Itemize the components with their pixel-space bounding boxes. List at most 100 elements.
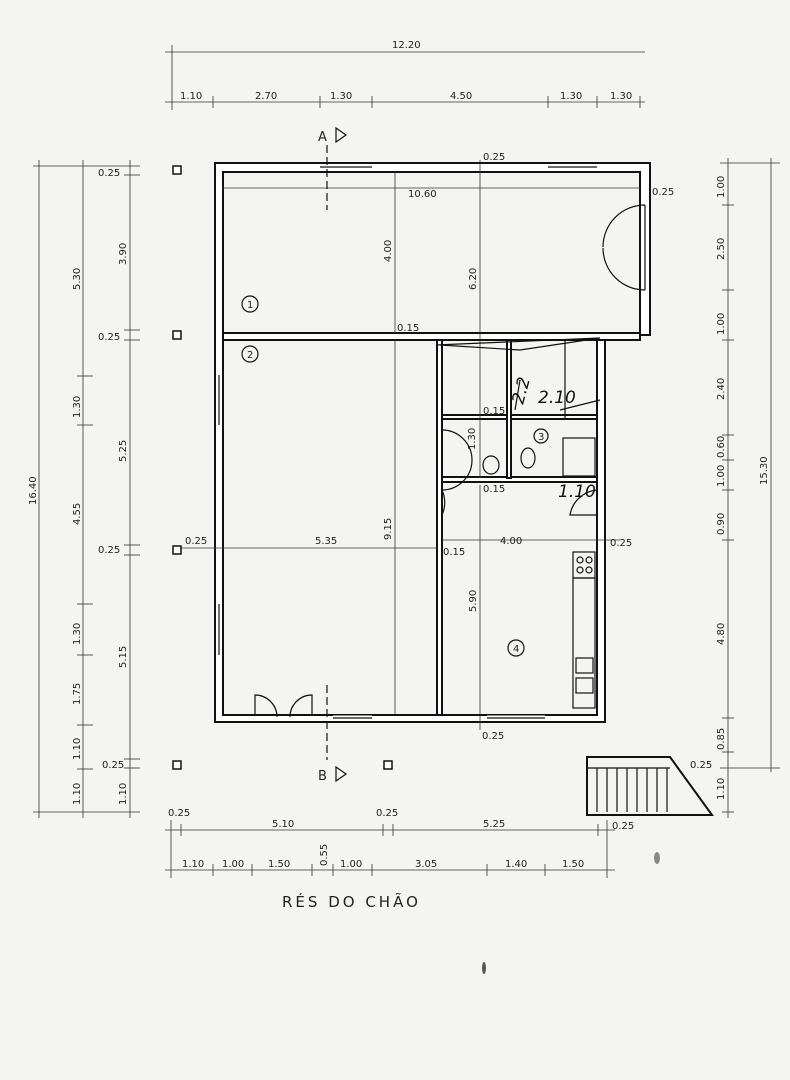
handwritten-note-210: 2.10 xyxy=(538,388,576,408)
inner-dimensions: 0.25 0.25 10.60 4.00 6.20 0.15 0.15 1.30… xyxy=(180,152,712,771)
dim-wall-kitchen: 0.15 xyxy=(443,547,465,558)
entrance-door xyxy=(602,204,646,291)
dim-wc-height: 1.30 xyxy=(467,428,478,450)
room-2-number: 2 xyxy=(247,350,253,361)
dim-right-2: 2.50 xyxy=(716,238,727,260)
stairs xyxy=(586,756,714,816)
dim-left-inner-4: 5.25 xyxy=(118,440,129,462)
dim-bottom-wall-4: 5.25 xyxy=(483,819,505,830)
smudge xyxy=(482,962,486,974)
dim-left-mid-4: 1.30 xyxy=(72,623,83,645)
dim-right-overall: 15.30 xyxy=(759,456,770,485)
dim-height-room2: 9.15 xyxy=(383,518,394,540)
dim-wall-wc-top: 0.15 xyxy=(483,406,505,417)
dim-height-kitchen: 5.90 xyxy=(468,590,479,612)
dim-right-3: 1.00 xyxy=(716,313,727,335)
dim-left-mid-6: 1.10 xyxy=(72,738,83,760)
dim-left-mid-5: 1.75 xyxy=(72,683,83,705)
dim-top-1: 1.10 xyxy=(180,91,202,102)
wc-door xyxy=(441,429,473,516)
dim-width-top: 10.60 xyxy=(408,189,437,200)
dim-right-5: 0.60 xyxy=(716,436,727,458)
dim-top-wall: 0.25 xyxy=(483,152,505,163)
dim-top-4: 4.50 xyxy=(450,91,472,102)
room-1-number: 1 xyxy=(247,300,253,311)
stove-icon xyxy=(572,551,596,579)
dim-left-inner-2: 3.90 xyxy=(118,243,129,265)
drawing-title: RÉS DO CHÃO xyxy=(282,892,421,911)
dim-left-inner-6: 5.15 xyxy=(118,646,129,668)
dim-bottom-2: 1.00 xyxy=(222,859,244,870)
dim-bottom-3: 1.50 xyxy=(268,859,290,870)
section-a-arrow-icon xyxy=(335,126,348,144)
dim-bottom-wall-2: 5.10 xyxy=(272,819,294,830)
dim-bottom-7: 1.40 xyxy=(505,859,527,870)
dim-bottom-wall-1: 0.25 xyxy=(168,808,190,819)
left-dimensions: 16.40 5.30 1.30 4.55 1.30 1.75 1.10 1.10… xyxy=(28,160,140,818)
dim-right-10: 1.10 xyxy=(716,778,727,800)
openings xyxy=(216,164,646,721)
dim-right-6: 1.00 xyxy=(716,465,727,487)
dim-right-8: 4.80 xyxy=(716,623,727,645)
dim-bottom-4: 0.55 xyxy=(319,844,330,866)
dim-left-mid-7: 1.10 xyxy=(72,783,83,805)
dim-left-wall: 0.25 xyxy=(185,536,207,547)
dim-left-inner-1: 0.25 xyxy=(98,168,120,179)
dim-height-total: 6.20 xyxy=(468,268,479,290)
section-b-label: B xyxy=(318,769,327,784)
shower-tray-icon xyxy=(562,437,596,477)
dim-left-mid-3: 4.55 xyxy=(72,503,83,525)
toilet-icon xyxy=(482,455,500,475)
dim-height-room1: 4.00 xyxy=(383,240,394,262)
toilet-2-icon xyxy=(520,447,536,469)
dim-right-1: 1.00 xyxy=(716,176,727,198)
dim-right-4: 2.40 xyxy=(716,378,727,400)
dim-stair-wall: 0.25 xyxy=(690,760,712,771)
kitchen-door xyxy=(569,489,598,516)
dim-width-kitchen: 4.00 xyxy=(500,536,522,547)
dim-left-mid-1: 5.30 xyxy=(72,268,83,290)
dim-top-2: 2.70 xyxy=(255,91,277,102)
handwritten-note-110: 1.10 xyxy=(558,482,596,502)
dim-bottom-5: 1.00 xyxy=(340,859,362,870)
section-markers xyxy=(326,126,348,783)
garage-door xyxy=(254,694,313,718)
dim-left-inner-8: 1.10 xyxy=(118,783,129,805)
room-labels xyxy=(241,295,549,657)
handwritten-note-22: 2.2 xyxy=(509,375,535,406)
section-b-arrow-icon xyxy=(335,765,348,783)
kitchen-counter xyxy=(572,577,596,709)
sink-icon xyxy=(575,657,594,674)
right-dimensions: 1.00 2.50 1.00 2.40 0.60 1.00 0.90 4.80 … xyxy=(716,158,780,818)
fixtures xyxy=(482,437,596,709)
handwritten-marks xyxy=(435,337,601,411)
section-a-label: A xyxy=(318,130,327,145)
dim-bottom-wall-5: 0.25 xyxy=(612,821,634,832)
dim-left-inner-3: 0.25 xyxy=(98,332,120,343)
dim-wall-mid: 0.15 xyxy=(397,323,419,334)
top-dimensions: 12.20 1.10 2.70 1.30 4.50 1.30 1.30 xyxy=(165,40,645,110)
dim-left-overall: 16.40 xyxy=(28,476,39,505)
room-3-number: 3 xyxy=(538,432,544,443)
dim-right-wall: 0.25 xyxy=(652,187,674,198)
walls xyxy=(214,162,651,723)
dim-right-wall-kitchen: 0.25 xyxy=(610,538,632,549)
dim-left-inner-5: 0.25 xyxy=(98,545,120,556)
pillars xyxy=(172,165,393,770)
dim-top-5: 1.30 xyxy=(560,91,582,102)
bottom-dimensions: 0.25 5.10 0.25 5.25 0.25 1.10 1.00 1.50 … xyxy=(165,808,634,878)
dim-left-mid-2: 1.30 xyxy=(72,396,83,418)
dim-top-6: 1.30 xyxy=(610,91,632,102)
dim-right-9: 0.85 xyxy=(716,728,727,750)
dim-top-3: 1.30 xyxy=(330,91,352,102)
dim-bottom-wall-3: 0.25 xyxy=(376,808,398,819)
dim-bottom-wall: 0.25 xyxy=(482,731,504,742)
dim-wall-wc-bottom: 0.15 xyxy=(483,484,505,495)
dim-bottom-6: 3.05 xyxy=(415,859,437,870)
dim-overall-top: 12.20 xyxy=(392,40,421,51)
room-4-number: 4 xyxy=(513,644,519,655)
dim-bottom-1: 1.10 xyxy=(182,859,204,870)
dim-width-room2: 5.35 xyxy=(315,536,337,547)
smudge xyxy=(654,852,660,864)
